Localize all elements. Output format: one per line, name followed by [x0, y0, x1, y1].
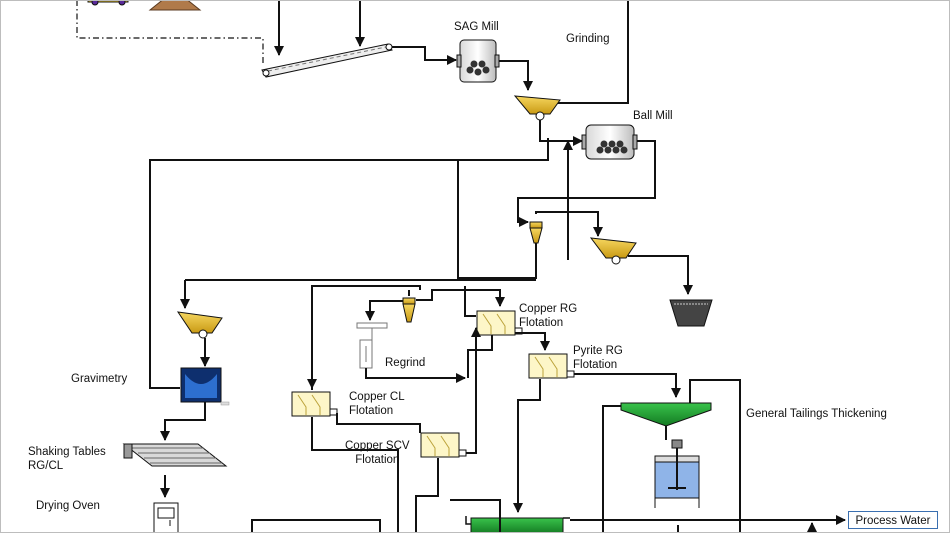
vibrating-screen-icon [589, 237, 637, 265]
conveyor-belt [261, 43, 393, 78]
shaking-table-icon [122, 443, 228, 467]
tailings-thickener-icon [620, 402, 712, 440]
shaking-tables-label: Shaking Tables RG/CL [28, 446, 106, 472]
flow-line [499, 60, 533, 91]
flow-line [450, 499, 501, 533]
concentrate-thickener-icon [470, 517, 564, 533]
regrind-label: Regrind [385, 357, 426, 369]
copper-rg-flotation-cell [476, 310, 523, 336]
flow-line [517, 140, 656, 227]
copper-scv-flotation-cell [420, 432, 467, 458]
copper-cl-flotation-cell [291, 391, 338, 417]
flow-line [513, 379, 541, 513]
flow-line [311, 417, 399, 533]
drying-oven-icon [153, 502, 179, 533]
flow-line [535, 211, 603, 237]
general-tailings-thickening-label: General Tailings Thickening [746, 408, 887, 420]
regrind-cyclone-icon [402, 297, 416, 323]
gravity-concentrator-icon [180, 367, 230, 406]
flow-line [464, 286, 476, 317]
flow-line [602, 405, 621, 533]
flow-line [539, 120, 583, 146]
flow-line [465, 516, 471, 525]
ball-mill-label: Ball Mill [633, 110, 673, 122]
pyrite-rg-flotation-cell [528, 353, 575, 379]
flow-line [160, 402, 206, 441]
flow-line [336, 413, 421, 433]
flow-line [457, 160, 537, 279]
flow-line [365, 368, 466, 383]
gravimetry-return-line [149, 138, 549, 389]
flow-line [392, 46, 457, 65]
grinding-label: Grinding [566, 33, 610, 45]
vibrating-screen-icon [513, 95, 561, 121]
ore-stockpile-icon [148, 0, 202, 11]
dashdot-feed-line [76, 0, 264, 65]
copper-scv-flotation-label: Copper SCV Flotation [345, 440, 410, 466]
copper-rg-flotation-label: Copper RG Flotation [519, 303, 578, 329]
process-water-box: Process Water [848, 511, 938, 529]
flow-line [574, 373, 681, 398]
drying-oven-label: Drying Oven [36, 500, 100, 512]
flow-line [467, 335, 493, 378]
flow-line [689, 379, 741, 533]
pyrite-rg-flotation-label: Pyrite RG Flotation [573, 345, 623, 371]
flow-line [416, 289, 505, 307]
flow-line [251, 519, 381, 533]
ball-mill-icon [581, 124, 638, 160]
hydrocyclone-icon [529, 221, 543, 244]
flow-line [628, 255, 693, 295]
agitated-tank-icon [654, 439, 700, 508]
sag-mill-label: SAG Mill [454, 21, 499, 33]
truck-icon [87, 0, 129, 6]
copper-cl-flotation-label: Copper CL Flotation [349, 391, 405, 417]
gravimetry-label: Gravimetry [71, 373, 128, 385]
flow-line [515, 332, 550, 351]
regrind-mill-icon [356, 322, 388, 369]
flow-line [415, 458, 439, 533]
sag-mill-icon [456, 39, 500, 83]
vibrating-screen-icon [176, 311, 223, 339]
flow-line [466, 327, 481, 454]
flow-line [365, 300, 403, 321]
oversize-bin-icon [669, 299, 713, 327]
flow-line [556, 0, 629, 104]
